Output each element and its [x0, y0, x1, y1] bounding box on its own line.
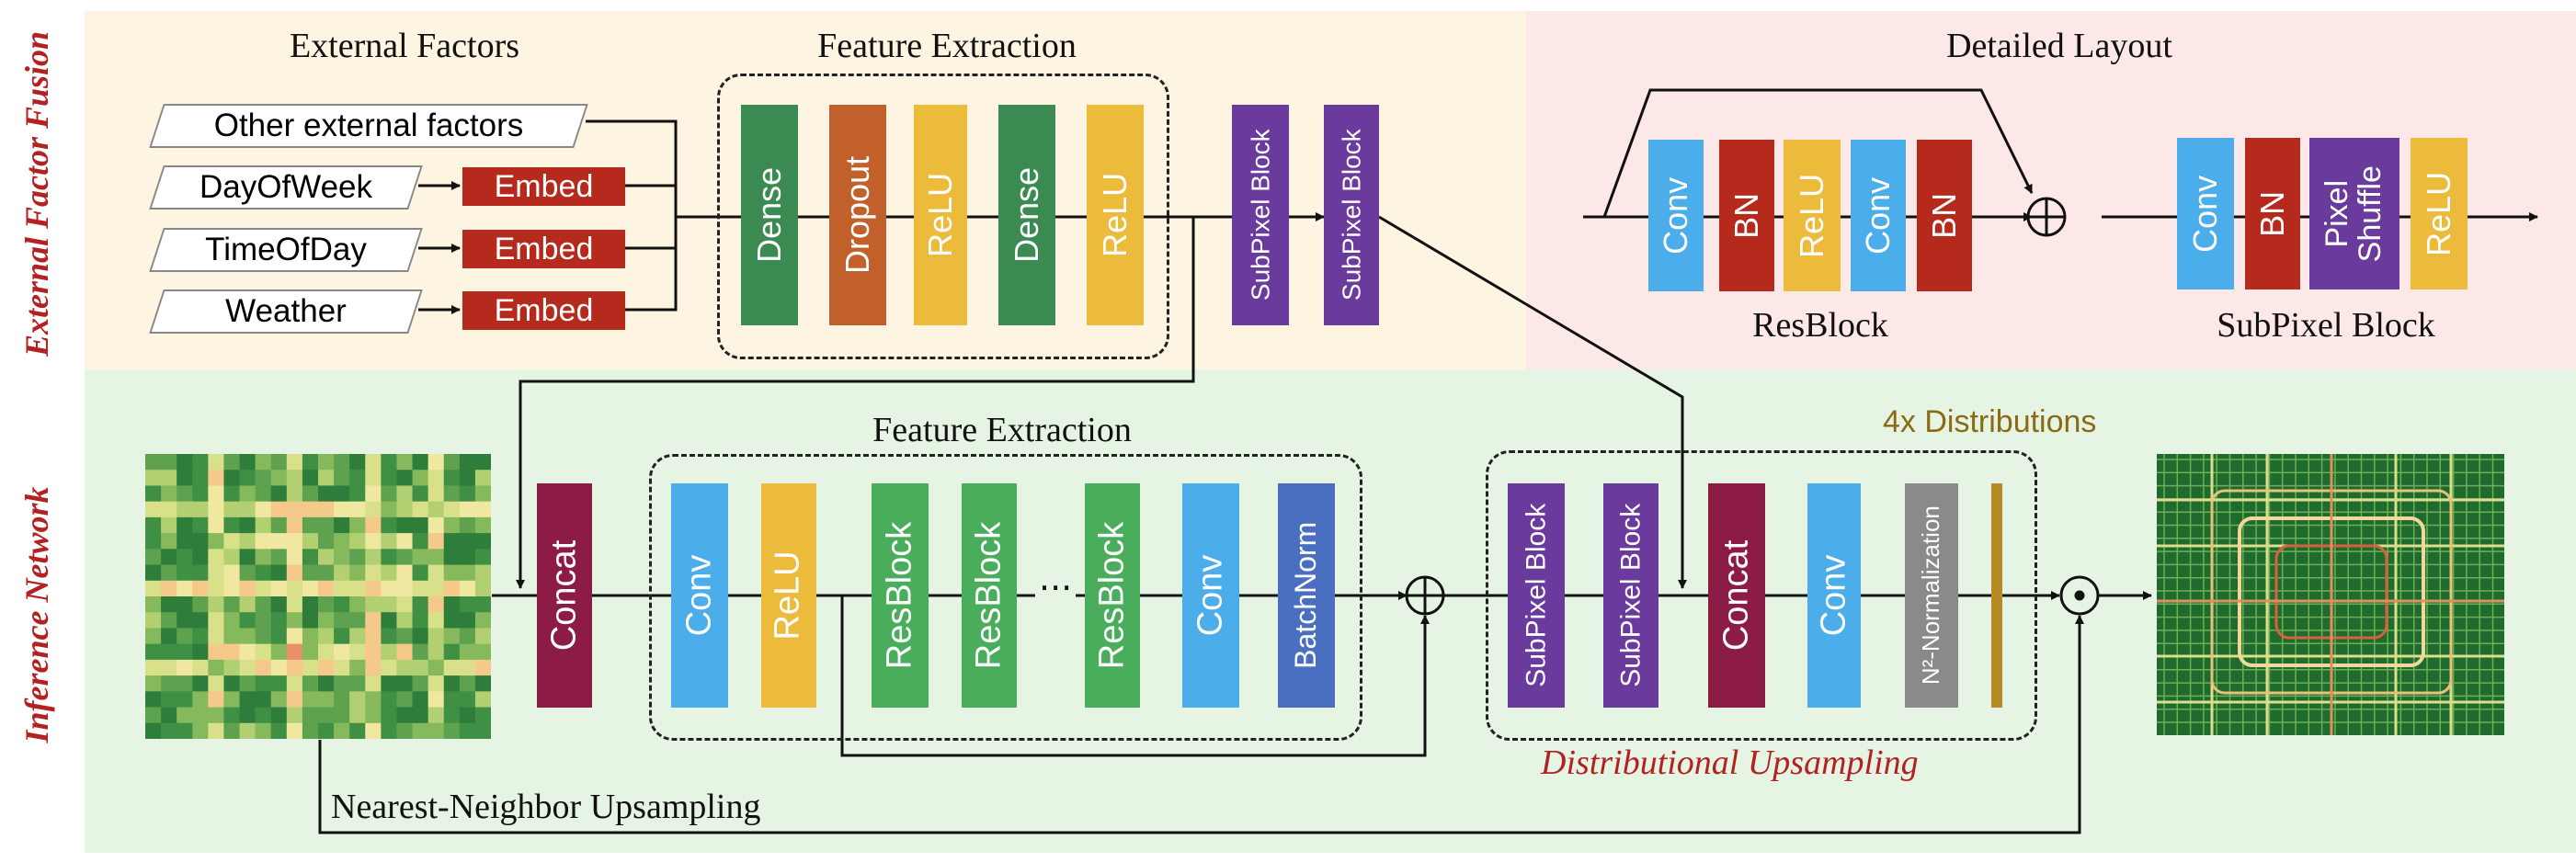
block-dense-1: Dense	[741, 105, 798, 325]
block-subpixel-top-1: SubPixel Block	[1232, 105, 1289, 325]
caption-subpixel-block: SubPixel Block	[2217, 306, 2435, 345]
detail-subpixel-relu: ReLU	[2411, 138, 2468, 289]
embed-weather: Embed	[462, 291, 625, 330]
block-inf-relu: ReLU	[761, 483, 816, 708]
ellipsis: ···	[1035, 568, 1077, 608]
detail-resblock-bn-1: BN	[1719, 140, 1774, 291]
detail-resblock-conv-2: Conv	[1851, 140, 1906, 291]
block-inf-conv-1: Conv	[671, 483, 728, 708]
block-dist-conv: Conv	[1807, 483, 1861, 708]
block-concat-input: Concat	[537, 483, 592, 708]
embed-time-of-day: Embed	[462, 230, 625, 268]
block-dist-subpixel-1: SubPixel Block	[1508, 483, 1565, 708]
detail-subpixel-conv: Conv	[2177, 138, 2234, 289]
block-relu-2: ReLU	[1087, 105, 1144, 325]
title-feature-extraction-bottom: Feature Extraction	[872, 411, 1132, 449]
block-inf-batchnorm: BatchNorm	[1278, 483, 1335, 708]
block-inf-conv-2: Conv	[1182, 483, 1239, 708]
input-weather: Weather	[149, 289, 423, 334]
coarse-input-map	[145, 454, 491, 739]
caption-resblock: ResBlock	[1752, 306, 1888, 345]
block-dropout: Dropout	[829, 105, 886, 325]
feature-extraction-bottom-box	[649, 454, 1362, 741]
block-dist-n2-normalization: N²-Normalization	[1905, 483, 1958, 708]
caption-nearest-neighbor-upsampling: Nearest-Neighbor Upsampling	[331, 787, 761, 827]
detail-resblock-relu: ReLU	[1784, 140, 1841, 291]
input-time-of-day: TimeOfDay	[149, 228, 423, 272]
fine-output-map	[2157, 454, 2504, 735]
block-dist-concat: Concat	[1708, 483, 1765, 708]
detail-resblock-conv-1: Conv	[1648, 140, 1704, 291]
title-4x-distributions: 4x Distributions	[1883, 404, 2097, 439]
block-dist-subpixel-2: SubPixel Block	[1603, 483, 1658, 708]
detail-subpixel-pixel-shuffle: Pixel Shuffle	[2309, 138, 2399, 289]
distributional-upsampling-box	[1486, 450, 2037, 741]
feature-extraction-top-box	[717, 74, 1169, 359]
block-inf-resblock-2: ResBlock	[962, 483, 1017, 708]
input-day-of-week: DayOfWeek	[149, 165, 423, 210]
block-inf-resblock-1: ResBlock	[872, 483, 929, 708]
block-relu-1: ReLU	[914, 105, 967, 325]
detail-subpixel-bn: BN	[2245, 138, 2300, 289]
embed-day-of-week: Embed	[462, 167, 625, 206]
title-detailed-layout: Detailed Layout	[1946, 27, 2172, 65]
dist-bar	[1991, 483, 2002, 708]
title-feature-extraction-top: Feature Extraction	[817, 27, 1077, 65]
input-other-external-factors: Other external factors	[149, 104, 588, 148]
title-external-factors: External Factors	[289, 27, 520, 65]
block-inf-resblock-3: ResBlock	[1085, 483, 1140, 708]
block-subpixel-top-2: SubPixel Block	[1324, 105, 1379, 325]
block-dense-2: Dense	[998, 105, 1055, 325]
caption-distributional-upsampling: Distributional Upsampling	[1541, 743, 1919, 782]
detail-resblock-bn-2: BN	[1917, 140, 1972, 291]
